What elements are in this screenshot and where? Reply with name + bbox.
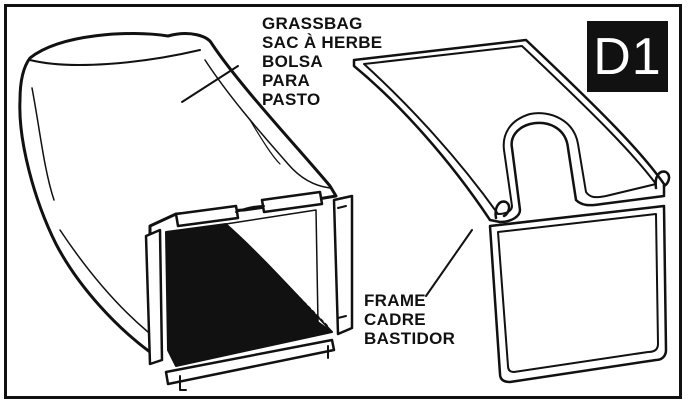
frame-illustration (352, 38, 671, 384)
grassbag-crease (59, 229, 149, 333)
diagram-border (4, 4, 682, 399)
grassbag-label: GRASSBAG SAC À HERBE BOLSA PARA PASTO (262, 14, 382, 109)
grassbag-crease (249, 119, 281, 165)
grassbag-stitch (231, 229, 329, 327)
frame-hook (654, 170, 671, 190)
grassbag-leader-line (181, 65, 239, 103)
grassbag-label-es-2: PARA (262, 71, 311, 90)
grassbag-crease (31, 87, 55, 201)
grassbag-label-es-1: BOLSA (262, 52, 323, 71)
grassbag-label-fr: SAC À HERBE (262, 33, 383, 52)
grassbag-illustration (18, 32, 354, 391)
grassbag-top-clip (174, 204, 240, 228)
frame-label-en: FRAME (364, 291, 426, 310)
frame-label: FRAME CADRE BASTIDOR (364, 291, 455, 348)
grassbag-bottom-rail (179, 345, 329, 391)
grassbag-crease (204, 59, 331, 189)
grassbag-top-rail (235, 205, 265, 213)
frame-hook (494, 200, 511, 220)
frame-label-fr: CADRE (364, 310, 426, 329)
grassbag-bottom-rail (164, 338, 336, 386)
frame-lower-wire-inner (497, 213, 659, 373)
frame-top-wire-inner (363, 45, 657, 215)
grassbag-label-es-3: PASTO (262, 90, 321, 109)
frame-label-es: BASTIDOR (364, 329, 456, 348)
grassbag-label-en: GRASSBAG (262, 14, 363, 33)
frame-leader-line (425, 229, 473, 297)
grassbag-side-rail (332, 194, 354, 336)
frame-top-wire (352, 38, 666, 224)
grassbag-top-clip (260, 190, 324, 214)
grassbag-fold (29, 49, 201, 66)
grassbag-side-rail (144, 228, 164, 366)
figure-id-badge: D1 (587, 21, 668, 92)
grassbag-rail-clip (337, 205, 347, 319)
frame-lower-wire (488, 204, 668, 384)
